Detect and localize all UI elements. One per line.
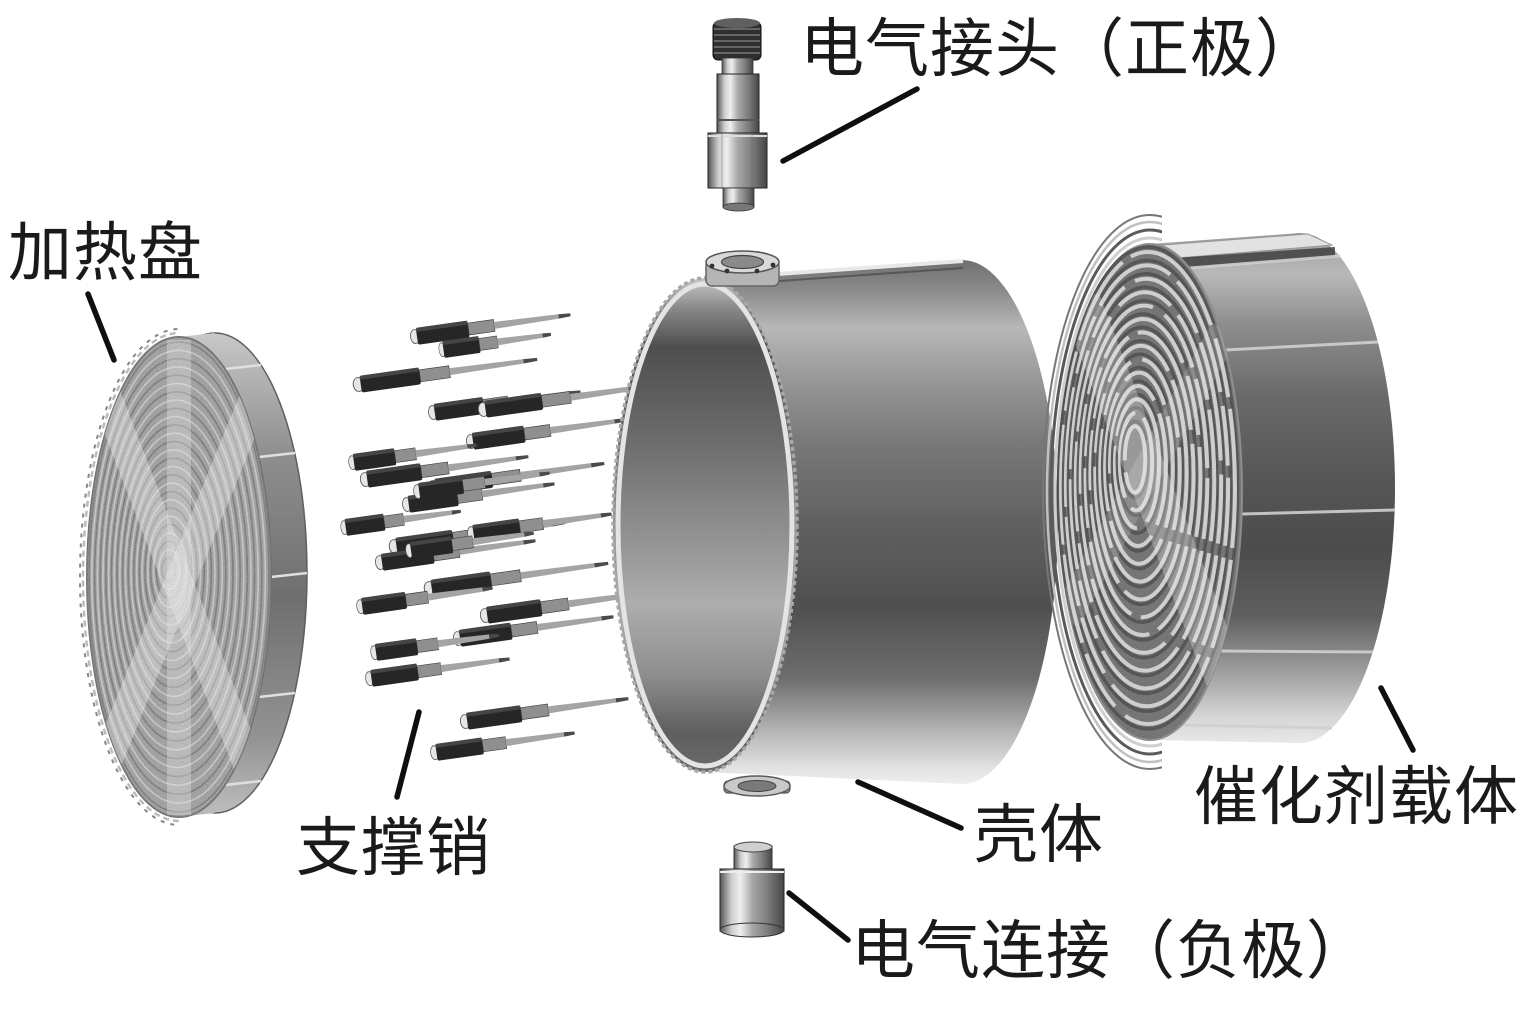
leader-heating-disc [85, 291, 117, 363]
support-pin [453, 615, 614, 647]
shell-bottom-boss [723, 775, 791, 797]
leader-connector-negative [786, 890, 851, 943]
support-pin [413, 471, 550, 500]
label-shell: 壳体 [974, 800, 1104, 871]
leader-catalyst-carrier [1378, 685, 1416, 753]
shell-open-face [613, 278, 797, 772]
leader-support-pin [394, 709, 422, 800]
support-pin [340, 509, 462, 536]
disc-edge-wraps [79, 328, 179, 826]
label-connector-negative: 电气连接（负极） [851, 916, 1371, 987]
label-heating-disc: 加热盘 [8, 218, 203, 289]
support-pin [370, 633, 499, 661]
support-pin [466, 418, 627, 450]
carrier-panel-seams [1180, 254, 1396, 730]
leader-connector-positive [780, 86, 920, 164]
support-pin [459, 697, 629, 730]
connector-thread-lines [714, 28, 760, 54]
support-pin [348, 443, 477, 471]
support-pins-part [340, 313, 655, 761]
shell-part [611, 250, 1058, 797]
shell-top-boss [705, 250, 780, 287]
label-catalyst-carrier: 催化剂载体 [1194, 762, 1519, 833]
label-connector-positive: 电气接头（正极） [800, 14, 1320, 85]
support-pin [365, 657, 510, 687]
support-pin [430, 731, 575, 761]
support-pin [352, 357, 538, 393]
disc-rim-seams [224, 363, 308, 787]
electrical-connector-positive-part [707, 18, 768, 212]
support-pin [356, 586, 493, 615]
leader-shell [855, 779, 964, 831]
label-support-pin: 支撑销 [296, 813, 491, 884]
carrier-edge-wraps [1042, 214, 1162, 770]
support-pin [359, 455, 529, 488]
support-pin [405, 531, 534, 559]
support-pin [410, 313, 571, 345]
heating-disc-part [79, 328, 308, 826]
support-pin [438, 332, 552, 358]
catalyst-carrier-part [1042, 214, 1396, 770]
leader-lines [85, 86, 1416, 943]
electrical-connection-negative-part [719, 841, 785, 938]
